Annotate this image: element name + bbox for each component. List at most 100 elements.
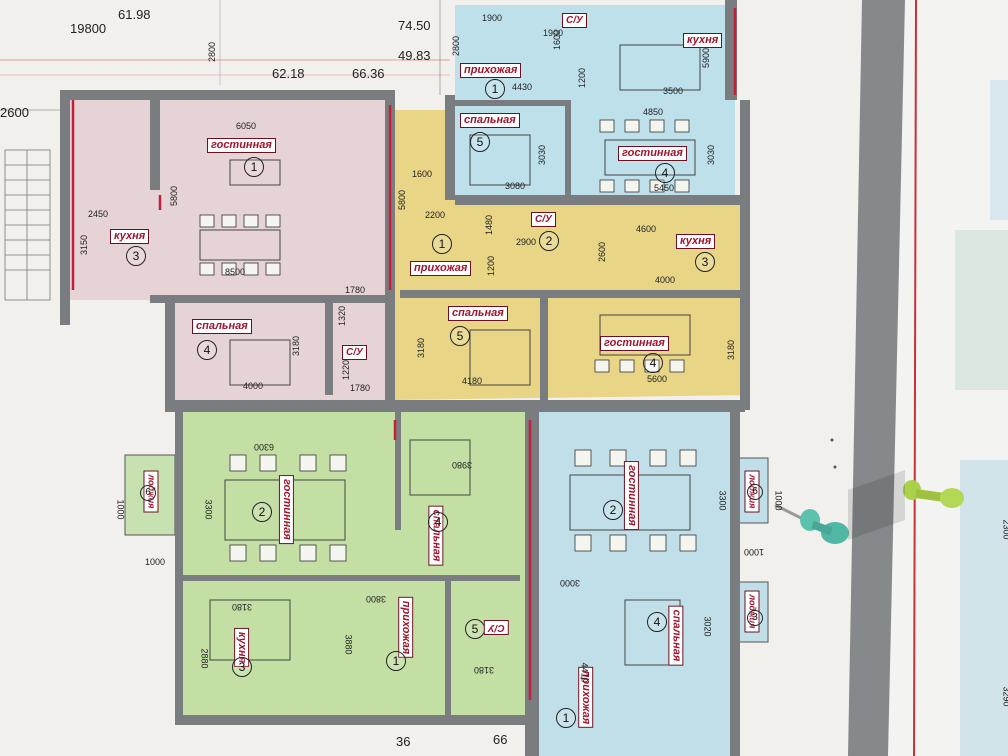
dim-4000: 4000 (243, 381, 264, 391)
dim-3180: 3180 (416, 337, 426, 358)
dim-3800: 3800 (366, 594, 387, 604)
dim-5900: 5900 (701, 47, 711, 68)
room-label-living: гостинная (278, 475, 294, 544)
room-number: 2 (252, 502, 272, 522)
yellow-apartment (392, 110, 750, 400)
dim-3500: 3500 (663, 86, 684, 96)
dim-61-98: 61.98 (118, 7, 151, 22)
dim-1000b: 1000 (145, 557, 166, 567)
dim-2200: 2200 (425, 210, 446, 220)
dim-3020: 3020 (702, 616, 713, 637)
room-number: 2 (603, 500, 623, 520)
dim-2800: 2800 (207, 41, 217, 62)
dim-3980: 3980 (452, 460, 473, 470)
room-number: 3 (695, 252, 715, 272)
dim-1000b: 1000 (744, 547, 765, 557)
room-label-wc: С/У (562, 13, 587, 28)
room-label-kitchen: кухня (683, 33, 723, 48)
dim-36: 36 (396, 734, 411, 749)
room-label-bedroom: спальная (668, 605, 684, 666)
dim-1480: 1480 (484, 214, 494, 235)
room-number: 6 (140, 485, 156, 501)
room-label-kitchen: кухня (110, 229, 150, 244)
dim-6050: 6050 (236, 121, 257, 131)
room-number: 4 (647, 612, 667, 632)
dim-74-50: 74.50 (398, 18, 431, 33)
room-label-hall: прихожая (398, 596, 414, 659)
dim-4180: 4180 (462, 376, 483, 386)
dim-3180: 3180 (232, 602, 253, 612)
dim-1200: 1200 (486, 255, 496, 276)
dim-5800: 5800 (169, 185, 179, 206)
room-number: 6 (747, 484, 763, 500)
dim-3000: 3000 (560, 578, 581, 588)
dim-62-18: 62.18 (272, 66, 305, 81)
dim-2900: 2900 (516, 237, 537, 247)
dim-2300: 2300 (1001, 519, 1008, 540)
dim-4410: 4410 (579, 662, 590, 683)
dim-3300: 3300 (203, 499, 214, 520)
right-sheet-strip (990, 80, 1008, 220)
room-label-living: гостинная (207, 138, 276, 153)
room-number: 4 (197, 340, 217, 360)
dim-1780b: 1780 (350, 383, 371, 393)
dim-3880: 3880 (343, 634, 354, 655)
dim-19800: 19800 (70, 21, 107, 36)
room-number: 4 (643, 353, 663, 373)
dim-2600: 2600 (0, 105, 29, 120)
dim-1900: 1900 (482, 13, 503, 23)
room-number: 4 (428, 512, 448, 532)
room-number: 4 (655, 163, 675, 183)
dim-1320: 1320 (337, 305, 347, 326)
dim-8500: 8500 (225, 267, 246, 277)
room-number: 5 (450, 326, 470, 346)
dim-6300: 6300 (254, 442, 275, 452)
room-number: 1 (386, 651, 406, 671)
dim-4430: 4430 (512, 82, 533, 92)
dim-5450: 5450 (654, 183, 675, 193)
room-label-living: гостинная (618, 146, 687, 161)
dim-3180b: 3180 (726, 339, 736, 360)
dim-4850: 4850 (643, 107, 664, 117)
room-number: 1 (556, 708, 576, 728)
dim-1900b: 1900 (543, 28, 564, 38)
dim-2450: 2450 (88, 209, 109, 219)
room-label-wc: С/У (531, 212, 556, 227)
red-line-right (913, 0, 917, 756)
green-apartment (180, 410, 530, 720)
dim-2800: 2800 (451, 35, 461, 56)
dim-5600: 5600 (647, 374, 668, 384)
room-number: 5 (465, 619, 485, 639)
dim-3080: 3080 (505, 181, 526, 191)
right-sheet-blue-block (960, 460, 1008, 756)
room-number: 2 (539, 231, 559, 251)
room-label-kitchen: кухня (676, 234, 716, 249)
dim-3180b: 3180 (474, 665, 495, 675)
room-number: 3 (747, 610, 763, 626)
dim-2880: 2880 (199, 648, 210, 669)
dim-3290: 3290 (1001, 686, 1008, 707)
dim-1600: 1600 (552, 29, 562, 50)
room-number: 1 (485, 79, 505, 99)
dim-5800b: 5800 (397, 189, 407, 210)
right-sheet-green-block (955, 230, 1008, 390)
pink-apartment (68, 95, 390, 400)
room-number: 3 (232, 657, 252, 677)
room-label-wc: С/У (484, 620, 509, 635)
red-wall-lines (71, 8, 737, 700)
dim-66-36: 66.36 (352, 66, 385, 81)
room-label-bedroom: спальная (448, 306, 508, 321)
dim-3300: 3300 (717, 490, 728, 511)
room-label-wc: С/У (342, 345, 367, 360)
dim-1000: 1000 (115, 499, 126, 520)
staircase (4, 149, 51, 301)
dim-3030: 3030 (537, 144, 547, 165)
room-label-hall: прихожая (460, 63, 522, 78)
dim-1600: 1600 (412, 169, 433, 179)
dim-2600b: 2600 (597, 241, 607, 262)
dim-3030b: 3030 (706, 144, 716, 165)
dim-99: 99 (493, 732, 508, 747)
room-label-living: гостинная (623, 461, 639, 530)
